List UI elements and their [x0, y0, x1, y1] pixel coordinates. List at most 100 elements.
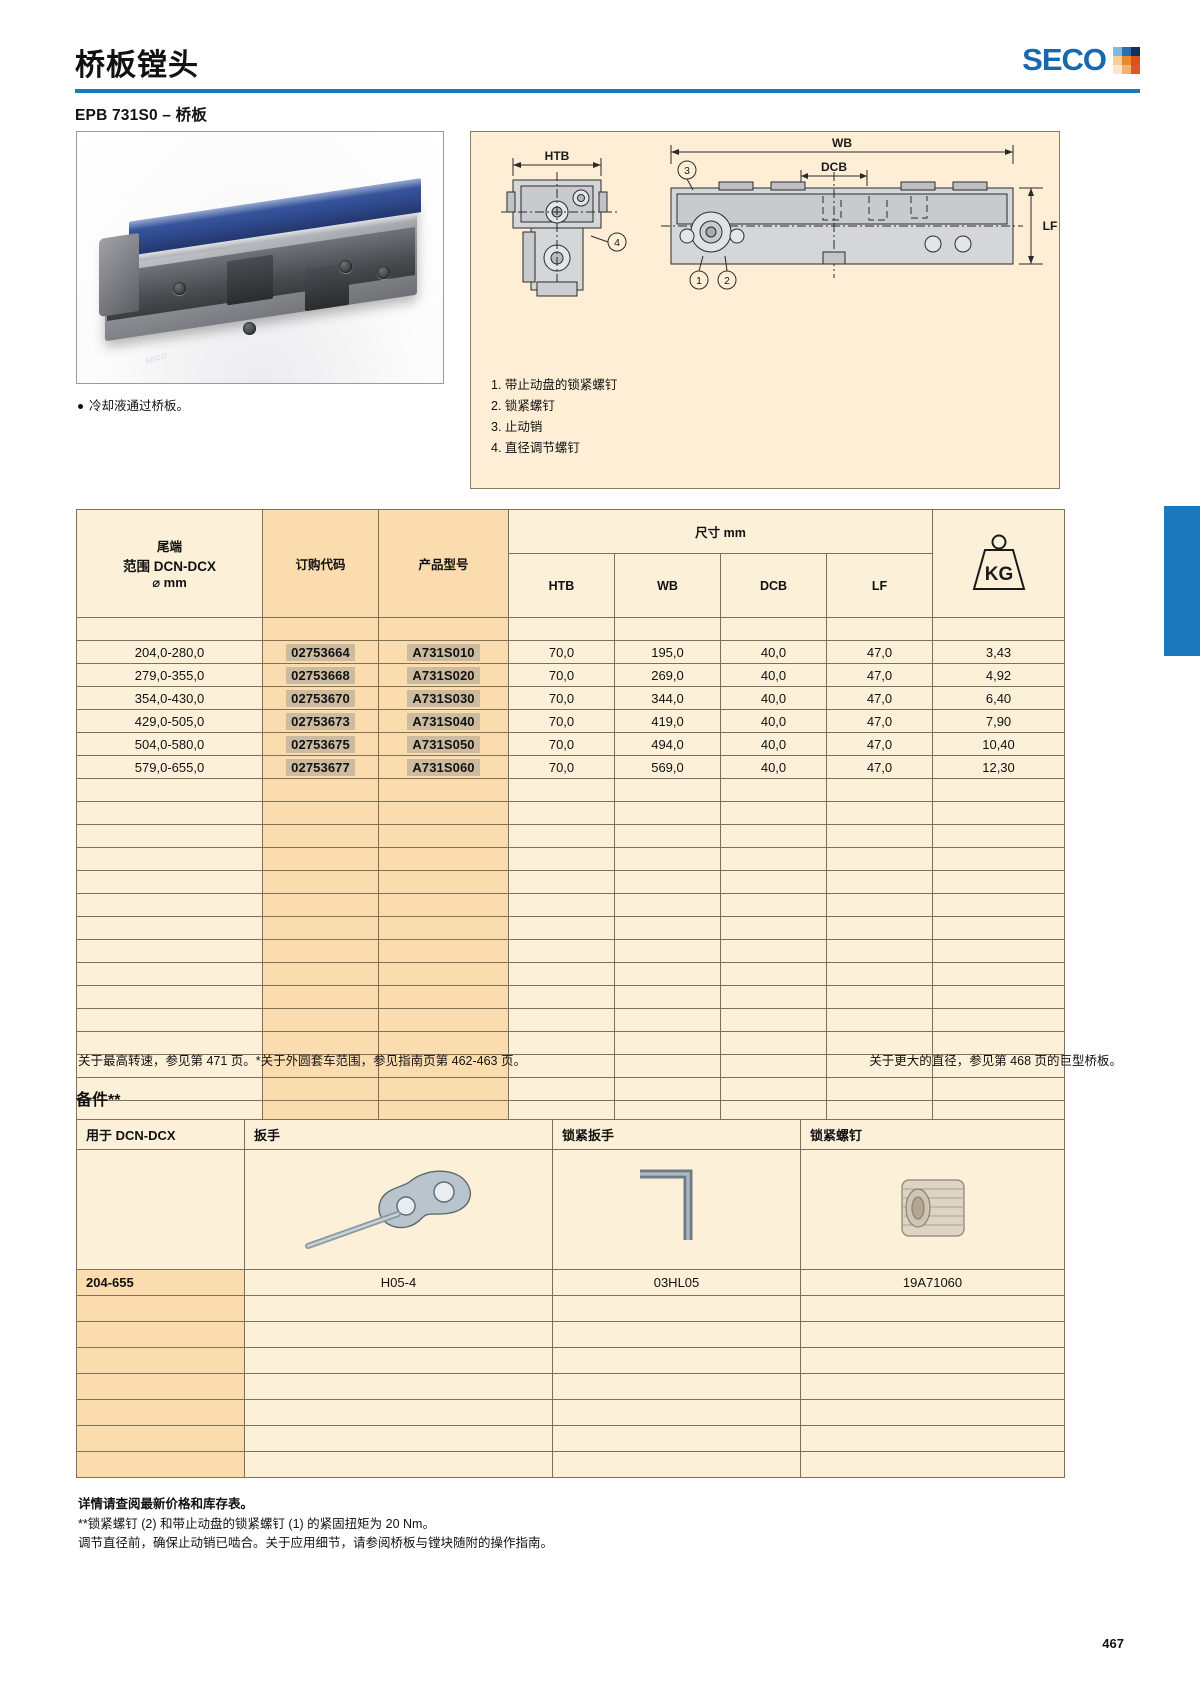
seco-logo: SECO [1022, 42, 1140, 78]
empty-cell [262, 1008, 379, 1032]
cell-htb: 70,0 [508, 755, 615, 779]
empty-cell [825, 778, 934, 802]
acc-image-blank [76, 1149, 245, 1270]
logo-swatch-1 [1122, 46, 1131, 56]
legend-item-4: 4. 直径调节螺钉 [491, 441, 580, 455]
cell-range: 579,0-655,0 [76, 755, 263, 779]
empty-cell [825, 1031, 934, 1055]
technical-diagram: HTB WB DCB LF 3 1 2 4 1. 带止动盘的锁紧螺钉 2. 锁紧… [470, 131, 1060, 489]
empty-cell [720, 985, 827, 1009]
spacer-cell [932, 617, 1066, 641]
logo-wordmark: SECO [1022, 42, 1107, 77]
empty-cell [262, 893, 379, 917]
acc-empty-cell [244, 1451, 553, 1478]
empty-cell [614, 1054, 721, 1078]
empty-cell [720, 778, 827, 802]
acc-col-header-lock-screw: 锁紧螺钉 [800, 1119, 1065, 1150]
acc-empty-cell [552, 1373, 801, 1400]
acc-empty-cell [552, 1399, 801, 1426]
empty-cell [378, 801, 509, 825]
acc-empty-cell [800, 1425, 1065, 1452]
spacer-cell [508, 617, 615, 641]
brand-mark-label: SECO [145, 352, 167, 367]
empty-cell [614, 916, 721, 940]
footnote-left: 关于最高转速，参见第 471 页。*关于外圆套车范围，参见指南页第 462-46… [78, 1054, 526, 1068]
empty-cell [825, 1008, 934, 1032]
empty-cell [508, 893, 615, 917]
empty-cell [262, 962, 379, 986]
empty-cell [614, 824, 721, 848]
highlighted-value: 02753664 [286, 643, 355, 661]
bottom-note-3: 调节直径前，确保止动销已啮合。关于应用细节，请参阅桥板与镗块随附的操作指南。 [78, 1536, 554, 1550]
empty-cell [932, 893, 1066, 917]
empty-cell [508, 824, 615, 848]
accessory-empty-row [76, 1451, 1065, 1478]
empty-cell [262, 985, 379, 1009]
cell-range: 504,0-580,0 [76, 732, 263, 756]
empty-cell [614, 870, 721, 894]
product-table: 尾端 范围 DCN-DCX ⌀ mm 订购代码 产品型号 尺寸 mm KG [76, 509, 1066, 1147]
empty-cell [932, 939, 1066, 963]
empty-cell [932, 1031, 1066, 1055]
empty-cell [262, 824, 379, 848]
table-empty-row [76, 847, 1066, 871]
empty-cell [720, 1077, 827, 1101]
accessory-empty-row [76, 1347, 1065, 1374]
logo-swatch-4 [1122, 55, 1131, 65]
empty-cell [378, 1077, 509, 1101]
screw-icon [339, 260, 352, 273]
empty-cell [825, 847, 934, 871]
empty-cell [378, 824, 509, 848]
accessories-title: 备件** [76, 1092, 121, 1109]
cell-dcb: 40,0 [720, 663, 827, 687]
product-photo: SECO [76, 131, 444, 384]
diagram-legend: 1. 带止动盘的锁紧螺钉 2. 锁紧螺钉 3. 止动销 4. 直径调节螺钉 [491, 375, 617, 459]
empty-cell [614, 778, 721, 802]
acc-col-header-wrench: 扳手 [244, 1119, 553, 1150]
legend-item-1: 1. 带止动盘的锁紧螺钉 [491, 378, 618, 392]
empty-cell [378, 893, 509, 917]
logo-color-grid [1113, 46, 1140, 74]
screw-icon [377, 266, 390, 279]
spacer-cell [378, 617, 509, 641]
cell-range: 279,0-355,0 [76, 663, 263, 687]
empty-cell [262, 778, 379, 802]
logo-swatch-8 [1131, 64, 1140, 74]
acc-empty-cell [244, 1373, 553, 1400]
empty-cell [720, 1008, 827, 1032]
empty-cell [508, 778, 615, 802]
empty-cell [76, 870, 263, 894]
col-header-range: 尾端 范围 DCN-DCX ⌀ mm [76, 509, 263, 618]
acc-empty-cell [244, 1399, 553, 1426]
col-header-weight: KG [932, 509, 1066, 618]
cell-wb: 195,0 [614, 640, 721, 664]
acc-empty-cell [800, 1373, 1065, 1400]
empty-cell [720, 870, 827, 894]
dim-label-lf: LF [1043, 219, 1058, 233]
callout-1: 1 [696, 275, 702, 287]
legend-item-3: 3. 止动销 [491, 420, 543, 434]
cell-kg: 4,92 [932, 663, 1066, 687]
cell-kg: 12,30 [932, 755, 1066, 779]
acc-empty-cell [76, 1295, 245, 1322]
acc-cell-lock_screw: 19A71060 [800, 1269, 1065, 1296]
empty-cell [76, 824, 263, 848]
legend-item-2: 2. 锁紧螺钉 [491, 399, 555, 413]
cell-htb: 70,0 [508, 640, 615, 664]
empty-cell [932, 801, 1066, 825]
acc-empty-cell [244, 1347, 553, 1374]
acc-empty-cell [552, 1425, 801, 1452]
cell-kg: 3,43 [932, 640, 1066, 664]
empty-cell [614, 962, 721, 986]
empty-cell [825, 893, 934, 917]
logo-swatch-6 [1113, 64, 1122, 74]
callout-2: 2 [724, 275, 730, 287]
empty-cell [932, 847, 1066, 871]
